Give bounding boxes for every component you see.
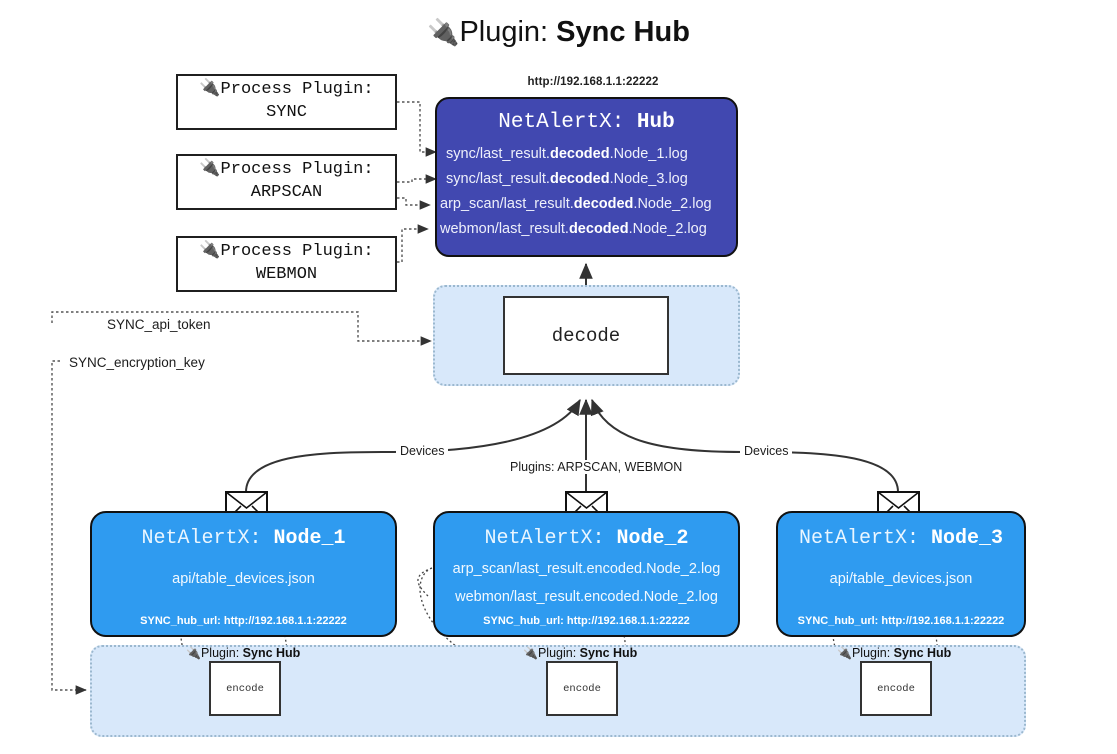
hub-log-3-post: .Node_2.log: [633, 196, 712, 212]
process-plugin-arpscan-line1: 🔌Process Plugin:: [199, 160, 374, 180]
hub-log-line-4: webmon/last_result.decoded.Node_2.log: [440, 221, 734, 237]
sync-api-token-label: SYNC_api_token: [104, 317, 214, 332]
encode-caption-3-name: Sync Hub: [893, 646, 952, 660]
hub-log-3-pre: arp_scan/last_result.: [440, 196, 574, 212]
node-2-title-prefix: NetAlertX:: [484, 527, 617, 550]
node-1-line-1: api/table_devices.json: [172, 571, 315, 587]
hub-log-1-pre: sync/last_result.: [446, 146, 550, 162]
process-plugin-sync[interactable]: 🔌Process Plugin: SYNC: [176, 74, 397, 130]
hub-log-4-pre: webmon/last_result.: [440, 221, 569, 237]
hub-log-line-3: arp_scan/last_result.decoded.Node_2.log: [440, 196, 734, 212]
node-3-title: NetAlertX: Node_3: [778, 527, 1024, 550]
encode-caption-2-name: Sync Hub: [579, 646, 638, 660]
encode-caption-1-name: Sync Hub: [242, 646, 301, 660]
node-2-title-name: Node_2: [616, 527, 689, 550]
hub-log-4-mid: decoded: [568, 221, 629, 237]
hub-title-prefix: NetAlertX:: [498, 111, 637, 134]
hub-url-label: http://192.168.1.1:22222: [527, 76, 659, 88]
node-1-title-prefix: NetAlertX:: [141, 527, 274, 550]
encode-caption-3-prefix: Plugin:: [851, 646, 894, 660]
nodes-to-decode-arrows: [245, 398, 899, 493]
hub-log-line-2: sync/last_result.decoded.Node_3.log: [446, 171, 740, 187]
edge-label-plugins-center: Plugins: ARPSCAN, WEBMON: [506, 460, 687, 474]
plug-icon-encode-1: 🔌: [186, 646, 201, 660]
node-3-title-name: Node_3: [931, 527, 1004, 550]
node-3-hub-url: SYNC_hub_url: http://192.168.1.1:22222: [797, 615, 1005, 627]
process-plugin-arpscan-line2: ARPSCAN: [250, 183, 323, 202]
node-3-line-1: api/table_devices.json: [829, 571, 973, 587]
edge-label-devices-right: Devices: [740, 444, 793, 458]
node-1-title-name: Node_1: [273, 527, 346, 550]
hub-log-1-post: .Node_1.log: [609, 146, 688, 162]
encode-caption-2: 🔌Plugin: Sync Hub: [523, 646, 637, 660]
node-card-node-3[interactable]: NetAlertX: Node_3 api/table_devices.json…: [776, 511, 1026, 637]
node-2-line-1: arp_scan/last_result.encoded.Node_2.log: [452, 561, 721, 577]
hub-log-2-mid: decoded: [549, 171, 610, 187]
hub-card[interactable]: NetAlertX: Hub sync/last_result.decoded.…: [435, 97, 738, 257]
page-title-name: Sync Hub: [556, 16, 690, 48]
process-plugin-webmon-line1: 🔌Process Plugin:: [199, 242, 374, 262]
node-1-title: NetAlertX: Node_1: [92, 527, 395, 550]
plug-icon-encode-2: 🔌: [523, 646, 538, 660]
node-3-title-prefix: NetAlertX:: [798, 527, 931, 550]
process-plugin-webmon[interactable]: 🔌Process Plugin: WEBMON: [176, 236, 397, 292]
node-2-title: NetAlertX: Node_2: [435, 527, 738, 550]
page-title-prefix: Plugin:: [459, 16, 557, 48]
encode-box-2[interactable]: encode: [546, 661, 618, 716]
encode-caption-2-prefix: Plugin:: [537, 646, 580, 660]
decode-box[interactable]: decode: [503, 296, 669, 375]
node-2-hub-url: SYNC_hub_url: http://192.168.1.1:22222: [483, 615, 690, 627]
page-title: 🔌Plugin: Sync Hub: [0, 16, 1117, 49]
node-card-node-2[interactable]: NetAlertX: Node_2 arp_scan/last_result.e…: [433, 511, 740, 637]
hub-log-1-mid: decoded: [549, 146, 610, 162]
hub-log-2-pre: sync/last_result.: [446, 171, 550, 187]
hub-log-line-1: sync/last_result.decoded.Node_1.log: [446, 146, 740, 162]
process-plugin-arpscan[interactable]: 🔌Process Plugin: ARPSCAN: [176, 154, 397, 210]
encode-box-1[interactable]: encode: [209, 661, 281, 716]
encode-caption-1: 🔌Plugin: Sync Hub: [186, 646, 300, 660]
encode-caption-3: 🔌Plugin: Sync Hub: [837, 646, 951, 660]
process-plugin-sync-line1: 🔌Process Plugin:: [199, 80, 374, 100]
encode-box-3[interactable]: encode: [860, 661, 932, 716]
sync-encryption-key-label: SYNC_encryption_key: [66, 355, 208, 370]
hub-title: NetAlertX: Hub: [437, 111, 736, 134]
process-plugin-webmon-line2: WEBMON: [255, 265, 318, 284]
plug-icon-encode-3: 🔌: [837, 646, 852, 660]
node-2-line-2: webmon/last_result.encoded.Node_2.log: [455, 589, 718, 605]
node-card-node-1[interactable]: NetAlertX: Node_1 api/table_devices.json…: [90, 511, 397, 637]
hub-title-name: Hub: [636, 111, 675, 134]
hub-log-2-post: .Node_3.log: [609, 171, 688, 187]
hub-log-4-post: .Node_2.log: [628, 221, 707, 237]
process-plugin-sync-line2: SYNC: [266, 103, 307, 122]
encode-caption-1-prefix: Plugin:: [200, 646, 243, 660]
encryption-key-route: [51, 360, 87, 695]
plug-icon: 🔌: [427, 17, 460, 47]
plugin-to-hub-connectors: [397, 101, 437, 263]
hub-log-3-mid: decoded: [573, 196, 634, 212]
node-1-hub-url: SYNC_hub_url: http://192.168.1.1:22222: [140, 615, 347, 627]
edge-label-devices-left: Devices: [396, 444, 449, 458]
